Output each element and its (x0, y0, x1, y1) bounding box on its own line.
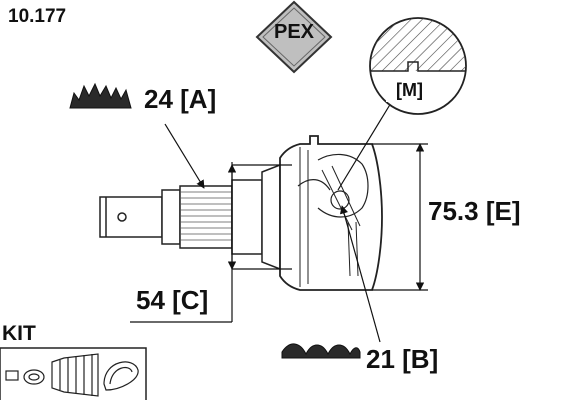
detail-m-circle (369, 17, 467, 115)
dimension-e-label: 75.3 [E] (428, 196, 521, 226)
brand-logo (255, 0, 333, 74)
dimension-b-label: 21 [B] (366, 344, 439, 374)
outer-shaft (99, 163, 281, 271)
dimension-c-label: 54 [C] (136, 285, 209, 315)
dimension-lines (130, 97, 428, 343)
brand-logo-text: PEX (273, 21, 315, 43)
spline-teeth-b-icon (281, 343, 361, 359)
kit-label: KIT (2, 322, 36, 345)
dimension-a-label: 24 [A] (144, 84, 217, 114)
kit-contents-icons (5, 353, 139, 397)
spline-teeth-a-icon (69, 82, 132, 109)
detail-m-label: [M] (396, 80, 423, 100)
joint-housing (279, 135, 383, 291)
part-number: 10.177 (8, 6, 67, 27)
